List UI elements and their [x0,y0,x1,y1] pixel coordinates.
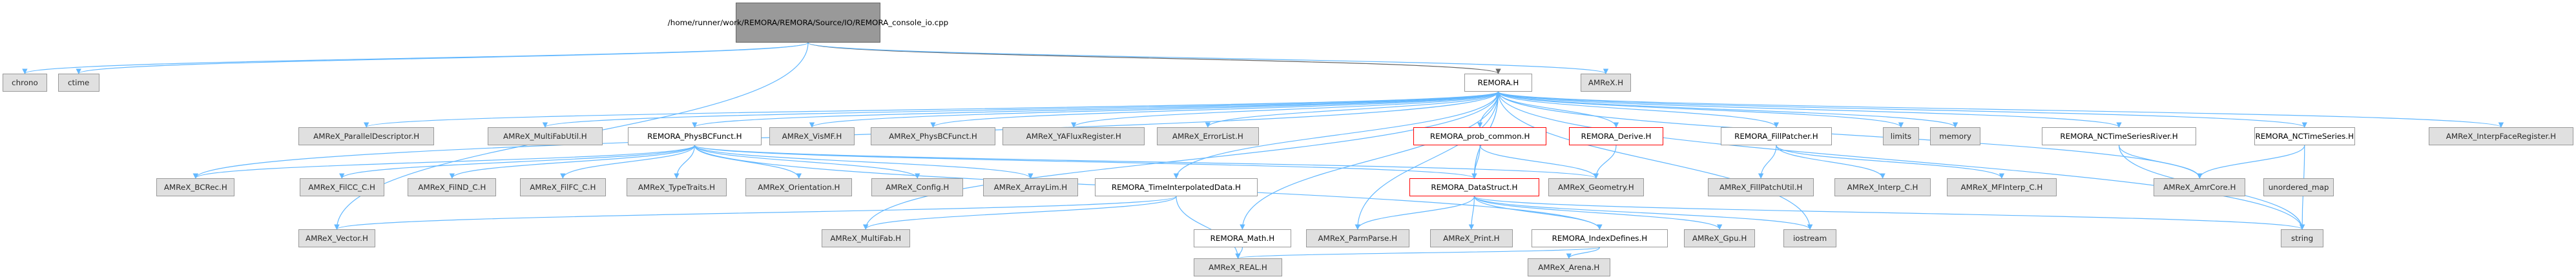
node-yaflux-register[interactable]: AMReX_YAFluxRegister.H [1002,127,1145,145]
edge-fillpatcher-to-interp-c [1776,145,1885,179]
edge-remora-h-to-limits [1497,91,1904,128]
edge-derive-to-geometry [1593,145,1617,179]
node-fillpatcher[interactable]: REMORA_FillPatcher.H [1720,127,1832,145]
node-arraylim[interactable]: AMReX_ArrayLim.H [983,178,1078,196]
node-string[interactable]: string [2281,229,2324,247]
node-amrex-physbc-funct[interactable]: AMReX_PhysBCFunct.H [871,127,995,145]
node-index-defines[interactable]: REMORA_IndexDefines.H [1532,229,1668,247]
edge-datastruct-to-string [1473,196,2305,230]
edge-remora-h-to-parallel-descriptor [364,91,1499,128]
node-remora-h[interactable]: REMORA.H [1464,74,1533,92]
dependency-edges [22,42,2504,259]
edge-physbc-funct-to-filnd [449,145,695,179]
node-geometry[interactable]: AMReX_Geometry.H [1548,178,1644,196]
node-remora-math[interactable]: REMORA_Math.H [1193,229,1291,247]
node-fillpatchutil[interactable]: AMReX_FillPatchUtil.H [1707,178,1814,196]
edge-remora-h-to-multifab [863,91,1499,230]
edge-remora-h-to-parmparse [1355,91,1499,230]
edge-fillpatcher-to-mfinterp-c [1776,145,2005,179]
edge-remora-h-to-vismf [809,91,1499,128]
node-filcc[interactable]: AMReX_FilCC_C.H [299,178,384,196]
edge-time-interpolated-data-to-amrex-real [1176,196,1241,259]
edge-root-file-to-remora-h [807,42,1501,74]
node-orientation[interactable]: AMReX_Orientation.H [745,178,853,196]
node-config[interactable]: AMReX_Config.H [871,178,964,196]
edge-remora-h-to-fillpatcher [1497,91,1780,128]
edge-physbc-funct-to-config [694,145,920,179]
node-time-interpolated-data[interactable]: REMORA_TimeInterpolatedData.H [1095,178,1258,196]
node-parallel-descriptor[interactable]: AMReX_ParallelDescriptor.H [298,127,435,145]
node-unordered-map[interactable]: unordered_map [2263,178,2334,196]
node-nc-timeseries-river[interactable]: REMORA_NCTimeSeriesRiver.H [2041,127,2197,145]
node-mfinterp-c[interactable]: AMReX_MFInterp_C.H [1947,178,2057,196]
edge-nc-timeseries-to-amrcore [2197,145,2305,179]
edge-physbc-funct-to-typetraits [674,145,695,179]
node-filfc[interactable]: AMReX_FilFC_C.H [520,178,606,196]
edge-remora-h-to-remora-math [1240,91,1499,230]
edge-fillpatcher-to-fillpatchutil [1758,145,1777,179]
edge-remora-h-to-physbc-funct [692,91,1499,128]
node-root-file[interactable]: /home/runner/work/REMORA/REMORA/Source/I… [668,3,948,43]
edge-physbc-funct-to-geometry [694,145,1599,179]
edge-remora-h-to-iostream [1497,91,1813,230]
edge-remora-h-to-nc-timeseries [1497,91,2307,128]
edge-remora-h-to-amrex-physbc-funct [930,91,1499,128]
node-amrex-real[interactable]: AMReX_REAL.H [1193,258,1283,276]
edge-physbc-funct-to-datastruct [694,145,1477,179]
edge-time-interpolated-data-to-amrex-vector [334,196,1177,230]
node-nc-timeseries[interactable]: REMORA_NCTimeSeries.H [2254,127,2355,145]
node-amrex-vector[interactable]: AMReX_Vector.H [298,229,375,247]
edge-datastruct-to-gpu [1473,196,1723,230]
edge-remora-h-to-yaflux-register [1071,91,1499,128]
edge-remora-h-to-memory [1497,91,1958,128]
node-arena[interactable]: AMReX_Arena.H [1527,258,1610,276]
node-amrcore[interactable]: AMReX_AmrCore.H [2154,178,2246,196]
node-vismf[interactable]: AMReX_VisMF.H [769,127,855,145]
edge-physbc-funct-to-bcrec [192,145,695,179]
edge-index-defines-to-arena [1566,247,1600,259]
edge-root-file-to-ctime [76,42,809,74]
node-filnd[interactable]: AMReX_FilND_C.H [408,178,497,196]
node-print[interactable]: AMReX_Print.H [1429,229,1513,247]
node-memory[interactable]: memory [1929,127,1981,145]
node-interp-face-register[interactable]: AMReX_InterpFaceRegister.H [2428,127,2573,145]
edge-datastruct-to-iostream [1473,196,1813,230]
node-derive[interactable]: REMORA_Derive.H [1568,127,1664,145]
node-datastruct[interactable]: REMORA_DataStruct.H [1409,178,1540,196]
edge-remora-math-to-amrex-real [1235,247,1243,259]
node-prob-common[interactable]: REMORA_prob_common.H [1413,127,1547,145]
edge-index-defines-to-amrex-real [1235,247,1600,259]
edge-time-interpolated-data-to-multifab [863,196,1177,230]
edge-datastruct-to-parmparse [1355,196,1475,230]
edge-physbc-funct-to-filfc [560,145,695,179]
node-typetraits[interactable]: AMReX_TypeTraits.H [626,178,727,196]
edge-root-file-to-chrono [22,42,809,74]
edge-physbc-funct-to-filcc [339,145,695,179]
edge-remora-h-to-interp-face-register [1497,91,2504,128]
edge-prob-common-to-geometry [1479,145,1599,179]
node-errorlist[interactable]: AMReX_ErrorList.H [1157,127,1259,145]
edge-physbc-funct-to-orientation [694,145,802,179]
edge-datastruct-to-print [1468,196,1475,230]
node-amrex-h[interactable]: AMReX.H [1581,74,1631,92]
edge-remora-h-to-nc-timeseries-river [1497,91,2122,128]
edge-root-file-to-amrex-h [807,42,1608,74]
node-interp-c[interactable]: AMReX_Interp_C.H [1834,178,1931,196]
node-physbc-funct[interactable]: REMORA_PhysBCFunct.H [627,127,762,145]
node-limits[interactable]: limits [1882,127,1920,145]
node-multifab-util[interactable]: AMReX_MultiFabUtil.H [487,127,603,145]
node-multifab[interactable]: AMReX_MultiFab.H [821,229,910,247]
edge-remora-h-to-string [1497,91,2305,230]
edge-remora-h-to-multifab-util [543,91,1499,128]
node-parmparse[interactable]: AMReX_ParmParse.H [1305,229,1409,247]
node-bcrec[interactable]: AMReX_BCRec.H [156,178,235,196]
node-ctime[interactable]: ctime [57,74,99,92]
node-chrono[interactable]: chrono [2,74,48,92]
edge-physbc-funct-to-arraylim [694,145,1034,179]
node-gpu[interactable]: AMReX_Gpu.H [1684,229,1755,247]
edge-nc-timeseries-river-to-amrcore [2118,145,2203,179]
edge-datastruct-to-index-defines [1473,196,1603,230]
node-iostream[interactable]: iostream [1783,229,1837,247]
